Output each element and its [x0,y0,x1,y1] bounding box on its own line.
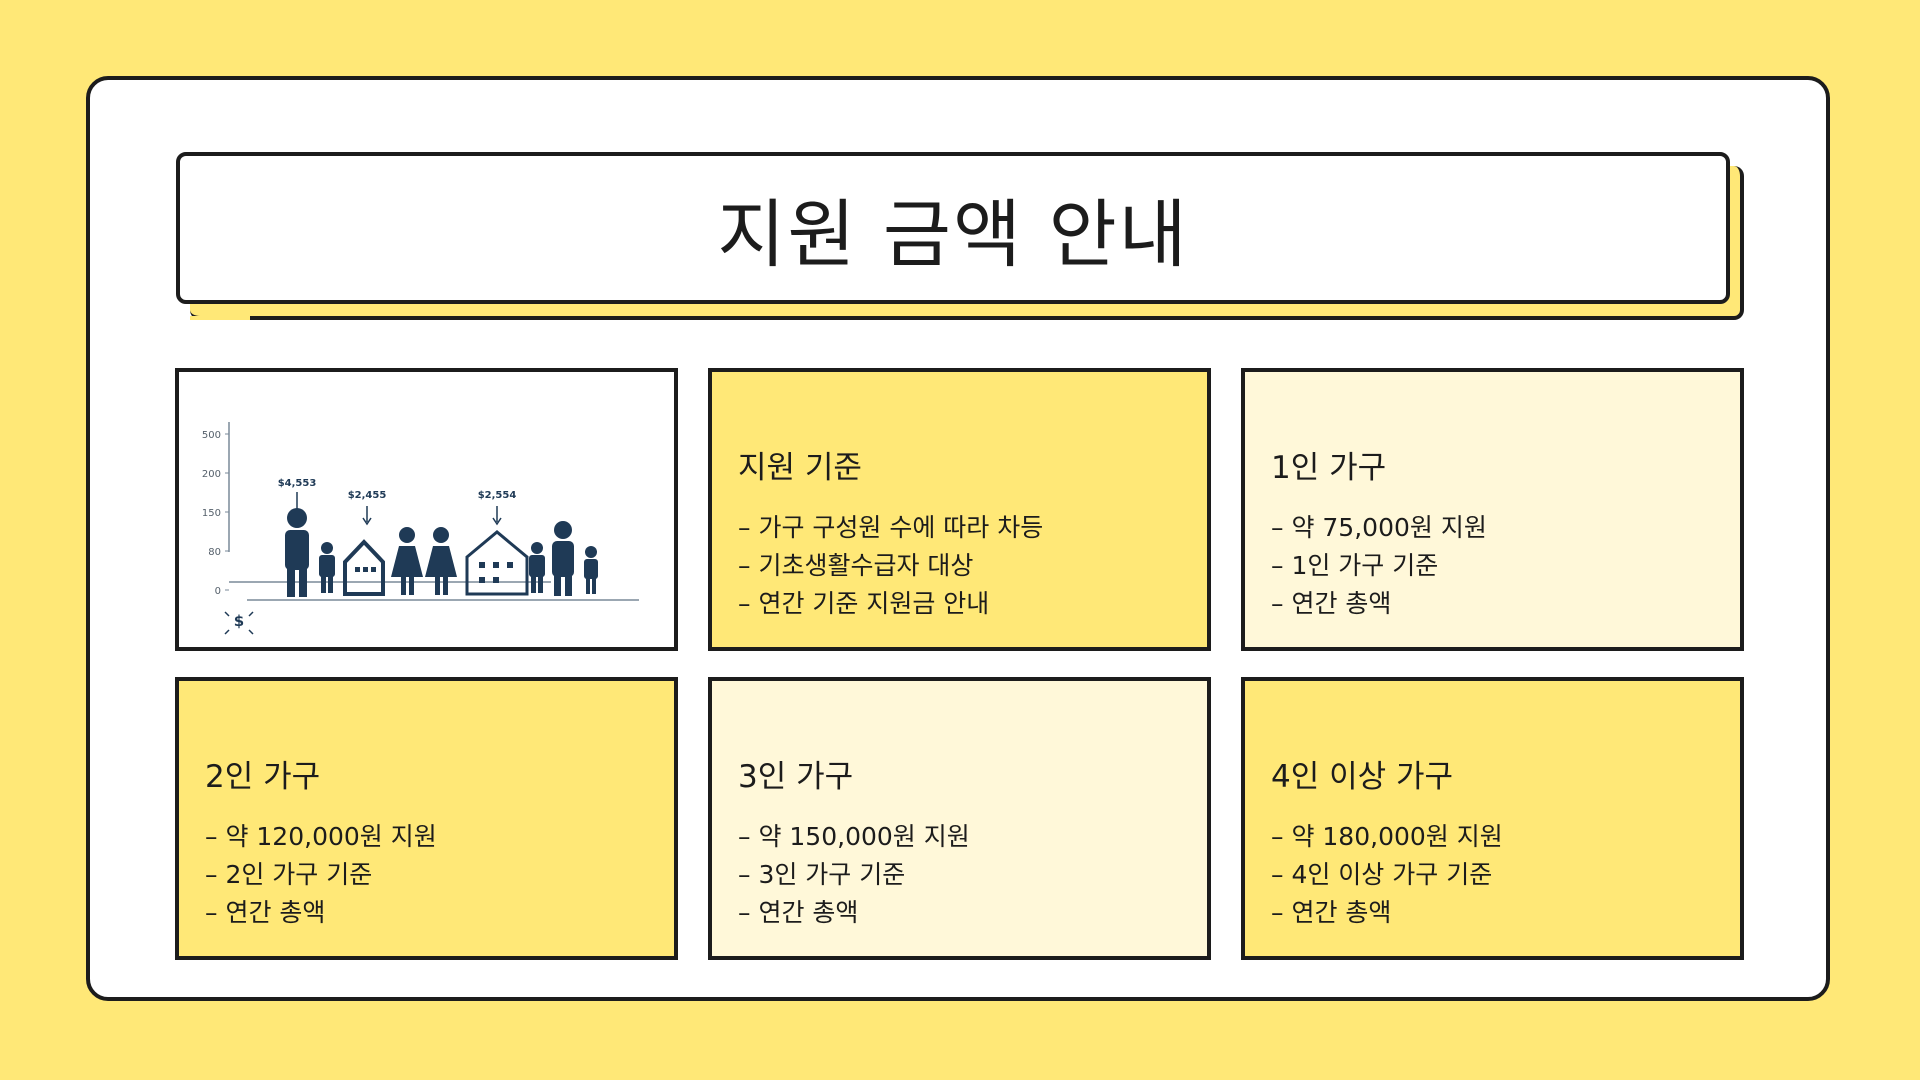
list-item: 연간 총액 [1271,894,1714,932]
one-person-card: 1인 가구 약 75,000원 지원 1인 가구 기준 연간 총액 [1241,368,1744,651]
list-item: 3인 가구 기준 [738,856,1181,894]
card-list: 약 120,000원 지원 2인 가구 기준 연간 총액 [205,818,648,932]
list-item: 연간 기준 지원금 안내 [738,585,1181,623]
y-tick: 500 [202,430,221,441]
card-title: 지원 기준 [738,450,862,486]
title-box: 지원 금액 안내 [176,152,1730,304]
card-list: 가구 구성원 수에 따라 차등 기초생활수급자 대상 연간 기준 지원금 안내 [738,509,1181,623]
amount-label: $2,554 [478,490,517,501]
family-chart-illustration: 500 200 150 80 0 $ $4,553 $2,455 $2,554 [202,422,639,635]
card-list: 약 75,000원 지원 1인 가구 기준 연간 총액 [1271,509,1714,623]
svg-text:$: $ [234,612,244,630]
two-person-card: 2인 가구 약 120,000원 지원 2인 가구 기준 연간 총액 [175,677,678,960]
list-item: 가구 구성원 수에 따라 차등 [738,509,1181,547]
y-tick: 80 [208,547,221,558]
card-title: 3인 가구 [738,759,854,795]
family-figures [285,508,598,597]
page-title: 지원 금액 안내 [717,191,1189,278]
illustration-card: 500 200 150 80 0 $ $4,553 $2,455 $2,554 [175,368,678,651]
card-title: 2인 가구 [205,759,321,795]
list-item: 약 180,000원 지원 [1271,818,1714,856]
amount-label: $2,455 [348,490,387,501]
list-item: 연간 총액 [1271,585,1714,623]
card-list: 약 150,000원 지원 3인 가구 기준 연간 총액 [738,818,1181,932]
amount-label: $4,553 [278,478,317,489]
four-plus-person-card: 4인 이상 가구 약 180,000원 지원 4인 이상 가구 기준 연간 총액 [1241,677,1744,960]
card-title: 1인 가구 [1271,450,1387,486]
card-title: 4인 이상 가구 [1271,759,1454,795]
dollar-burst-icon: $ [224,611,254,635]
list-item: 연간 총액 [738,894,1181,932]
criteria-card: 지원 기준 가구 구성원 수에 따라 차등 기초생활수급자 대상 연간 기준 지… [708,368,1211,651]
list-item: 4인 이상 가구 기준 [1271,856,1714,894]
y-tick: 0 [215,586,221,597]
list-item: 약 150,000원 지원 [738,818,1181,856]
list-item: 약 120,000원 지원 [205,818,648,856]
list-item: 연간 총액 [205,894,648,932]
list-item: 기초생활수급자 대상 [738,547,1181,585]
list-item: 1인 가구 기준 [1271,547,1714,585]
y-tick: 150 [202,508,221,519]
y-tick: 200 [202,469,221,480]
list-item: 약 75,000원 지원 [1271,509,1714,547]
list-item: 2인 가구 기준 [205,856,648,894]
three-person-card: 3인 가구 약 150,000원 지원 3인 가구 기준 연간 총액 [708,677,1211,960]
card-list: 약 180,000원 지원 4인 이상 가구 기준 연간 총액 [1271,818,1714,932]
